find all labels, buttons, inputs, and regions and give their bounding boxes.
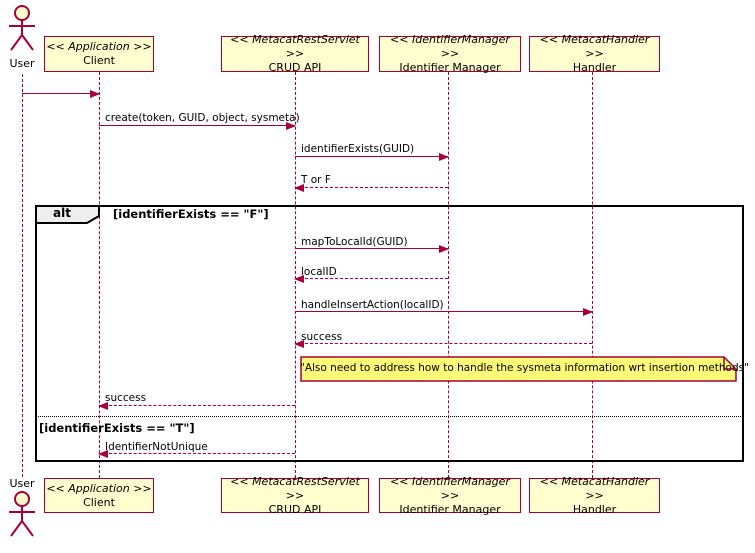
lifeline-identifier-manager bbox=[448, 72, 449, 478]
actor-label-user-top: User bbox=[9, 57, 35, 70]
participant-crud-api-bottom: << MetacatRestServlet >> CRUD API bbox=[221, 474, 369, 516]
participant-client-bottom: << Application >> Client bbox=[44, 478, 154, 513]
note-icon bbox=[300, 356, 737, 382]
user-actor-icon bbox=[9, 491, 35, 537]
message-label-t-or-f: T or F bbox=[301, 174, 331, 186]
arrowhead-icon bbox=[439, 245, 449, 253]
participant-stereotype: << MetacatHandler >> bbox=[539, 474, 650, 502]
message-arrow-create bbox=[99, 122, 296, 130]
message-arrow-t-or-f bbox=[294, 184, 448, 192]
message-label-local-id: localID bbox=[301, 266, 337, 278]
alt-operator-label: alt bbox=[53, 206, 71, 220]
participant-stereotype: << MetacatHandler >> bbox=[539, 33, 650, 60]
participant-identifier-manager-bottom: << IdentifierManager >> Identifier Manag… bbox=[379, 474, 521, 516]
participant-name: Handler bbox=[572, 61, 617, 74]
message-arrow-local-id bbox=[294, 275, 448, 283]
alt-condition-true: [identifierExists == "F"] bbox=[113, 207, 269, 221]
message-arrow-identifier-not-unique bbox=[98, 450, 295, 458]
message-label-success-to-client: success bbox=[105, 392, 147, 404]
lifeline-user bbox=[22, 74, 23, 477]
lifeline-client bbox=[99, 72, 100, 478]
participant-name: CRUD API bbox=[268, 502, 322, 516]
message-label-create: create(token, GUID, object, sysmeta) bbox=[105, 112, 300, 124]
participant-stereotype: << IdentifierManager >> bbox=[390, 474, 510, 502]
arrowhead-icon bbox=[294, 184, 304, 192]
message-arrow-handle-insert-action bbox=[295, 308, 593, 316]
arrowhead-icon bbox=[98, 402, 108, 410]
message-label-map-to-local-id: mapToLocalId(GUID) bbox=[301, 236, 408, 248]
participant-handler-top: << MetacatHandler >> Handler bbox=[529, 33, 660, 74]
message-label-handle-insert-action: handleInsertAction(localID) bbox=[301, 299, 444, 311]
alt-condition-false: [identifierExists == "T"] bbox=[39, 421, 195, 435]
arrowhead-icon bbox=[583, 308, 593, 316]
message-arrow-user-to-client bbox=[22, 90, 100, 98]
arrowhead-icon bbox=[294, 340, 304, 348]
participant-name: Client bbox=[83, 54, 115, 67]
message-label-identifier-not-unique: IdentifierNotUnique bbox=[105, 441, 208, 453]
message-arrow-success-from-handler bbox=[294, 340, 592, 348]
user-actor-icon bbox=[9, 5, 35, 51]
arrowhead-icon bbox=[98, 450, 108, 458]
participant-stereotype: << MetacatRestServlet >> bbox=[230, 474, 360, 502]
arrowhead-icon bbox=[90, 90, 100, 98]
participant-name: Handler bbox=[572, 502, 617, 516]
participant-name: Client bbox=[83, 495, 115, 509]
participant-name: CRUD API bbox=[268, 61, 322, 74]
participant-stereotype: << IdentifierManager >> bbox=[390, 33, 510, 60]
arrowhead-icon bbox=[439, 153, 449, 161]
note-sysmeta: "Also need to address how to handle the … bbox=[300, 362, 749, 374]
participant-name: Identifier Manager bbox=[399, 61, 501, 74]
participant-stereotype: << Application >> bbox=[46, 40, 152, 53]
alt-else-divider bbox=[36, 416, 743, 417]
arrowhead-icon bbox=[286, 122, 296, 130]
message-arrow-identifier-exists bbox=[295, 153, 449, 161]
participant-client-top: << Application >> Client bbox=[44, 36, 154, 72]
participant-identifier-manager-top: << IdentifierManager >> Identifier Manag… bbox=[379, 33, 521, 74]
participant-stereotype: << Application >> bbox=[46, 481, 152, 495]
message-label-identifier-exists: identifierExists(GUID) bbox=[301, 143, 415, 155]
message-label-success-from-handler: success bbox=[301, 331, 343, 343]
participant-stereotype: << MetacatRestServlet >> bbox=[230, 33, 360, 60]
participant-crud-api-top: << MetacatRestServlet >> CRUD API bbox=[221, 33, 369, 74]
alt-frame bbox=[35, 205, 744, 462]
lifeline-handler bbox=[592, 72, 593, 478]
alt-operator-pentagon bbox=[35, 205, 100, 224]
participant-name: Identifier Manager bbox=[399, 502, 501, 516]
message-arrow-map-to-local-id bbox=[295, 245, 449, 253]
message-arrow-success-to-client bbox=[98, 402, 295, 410]
participant-handler-bottom: << MetacatHandler >> Handler bbox=[529, 474, 660, 516]
arrowhead-icon bbox=[294, 275, 304, 283]
actor-label-user-bottom: User bbox=[9, 477, 35, 490]
